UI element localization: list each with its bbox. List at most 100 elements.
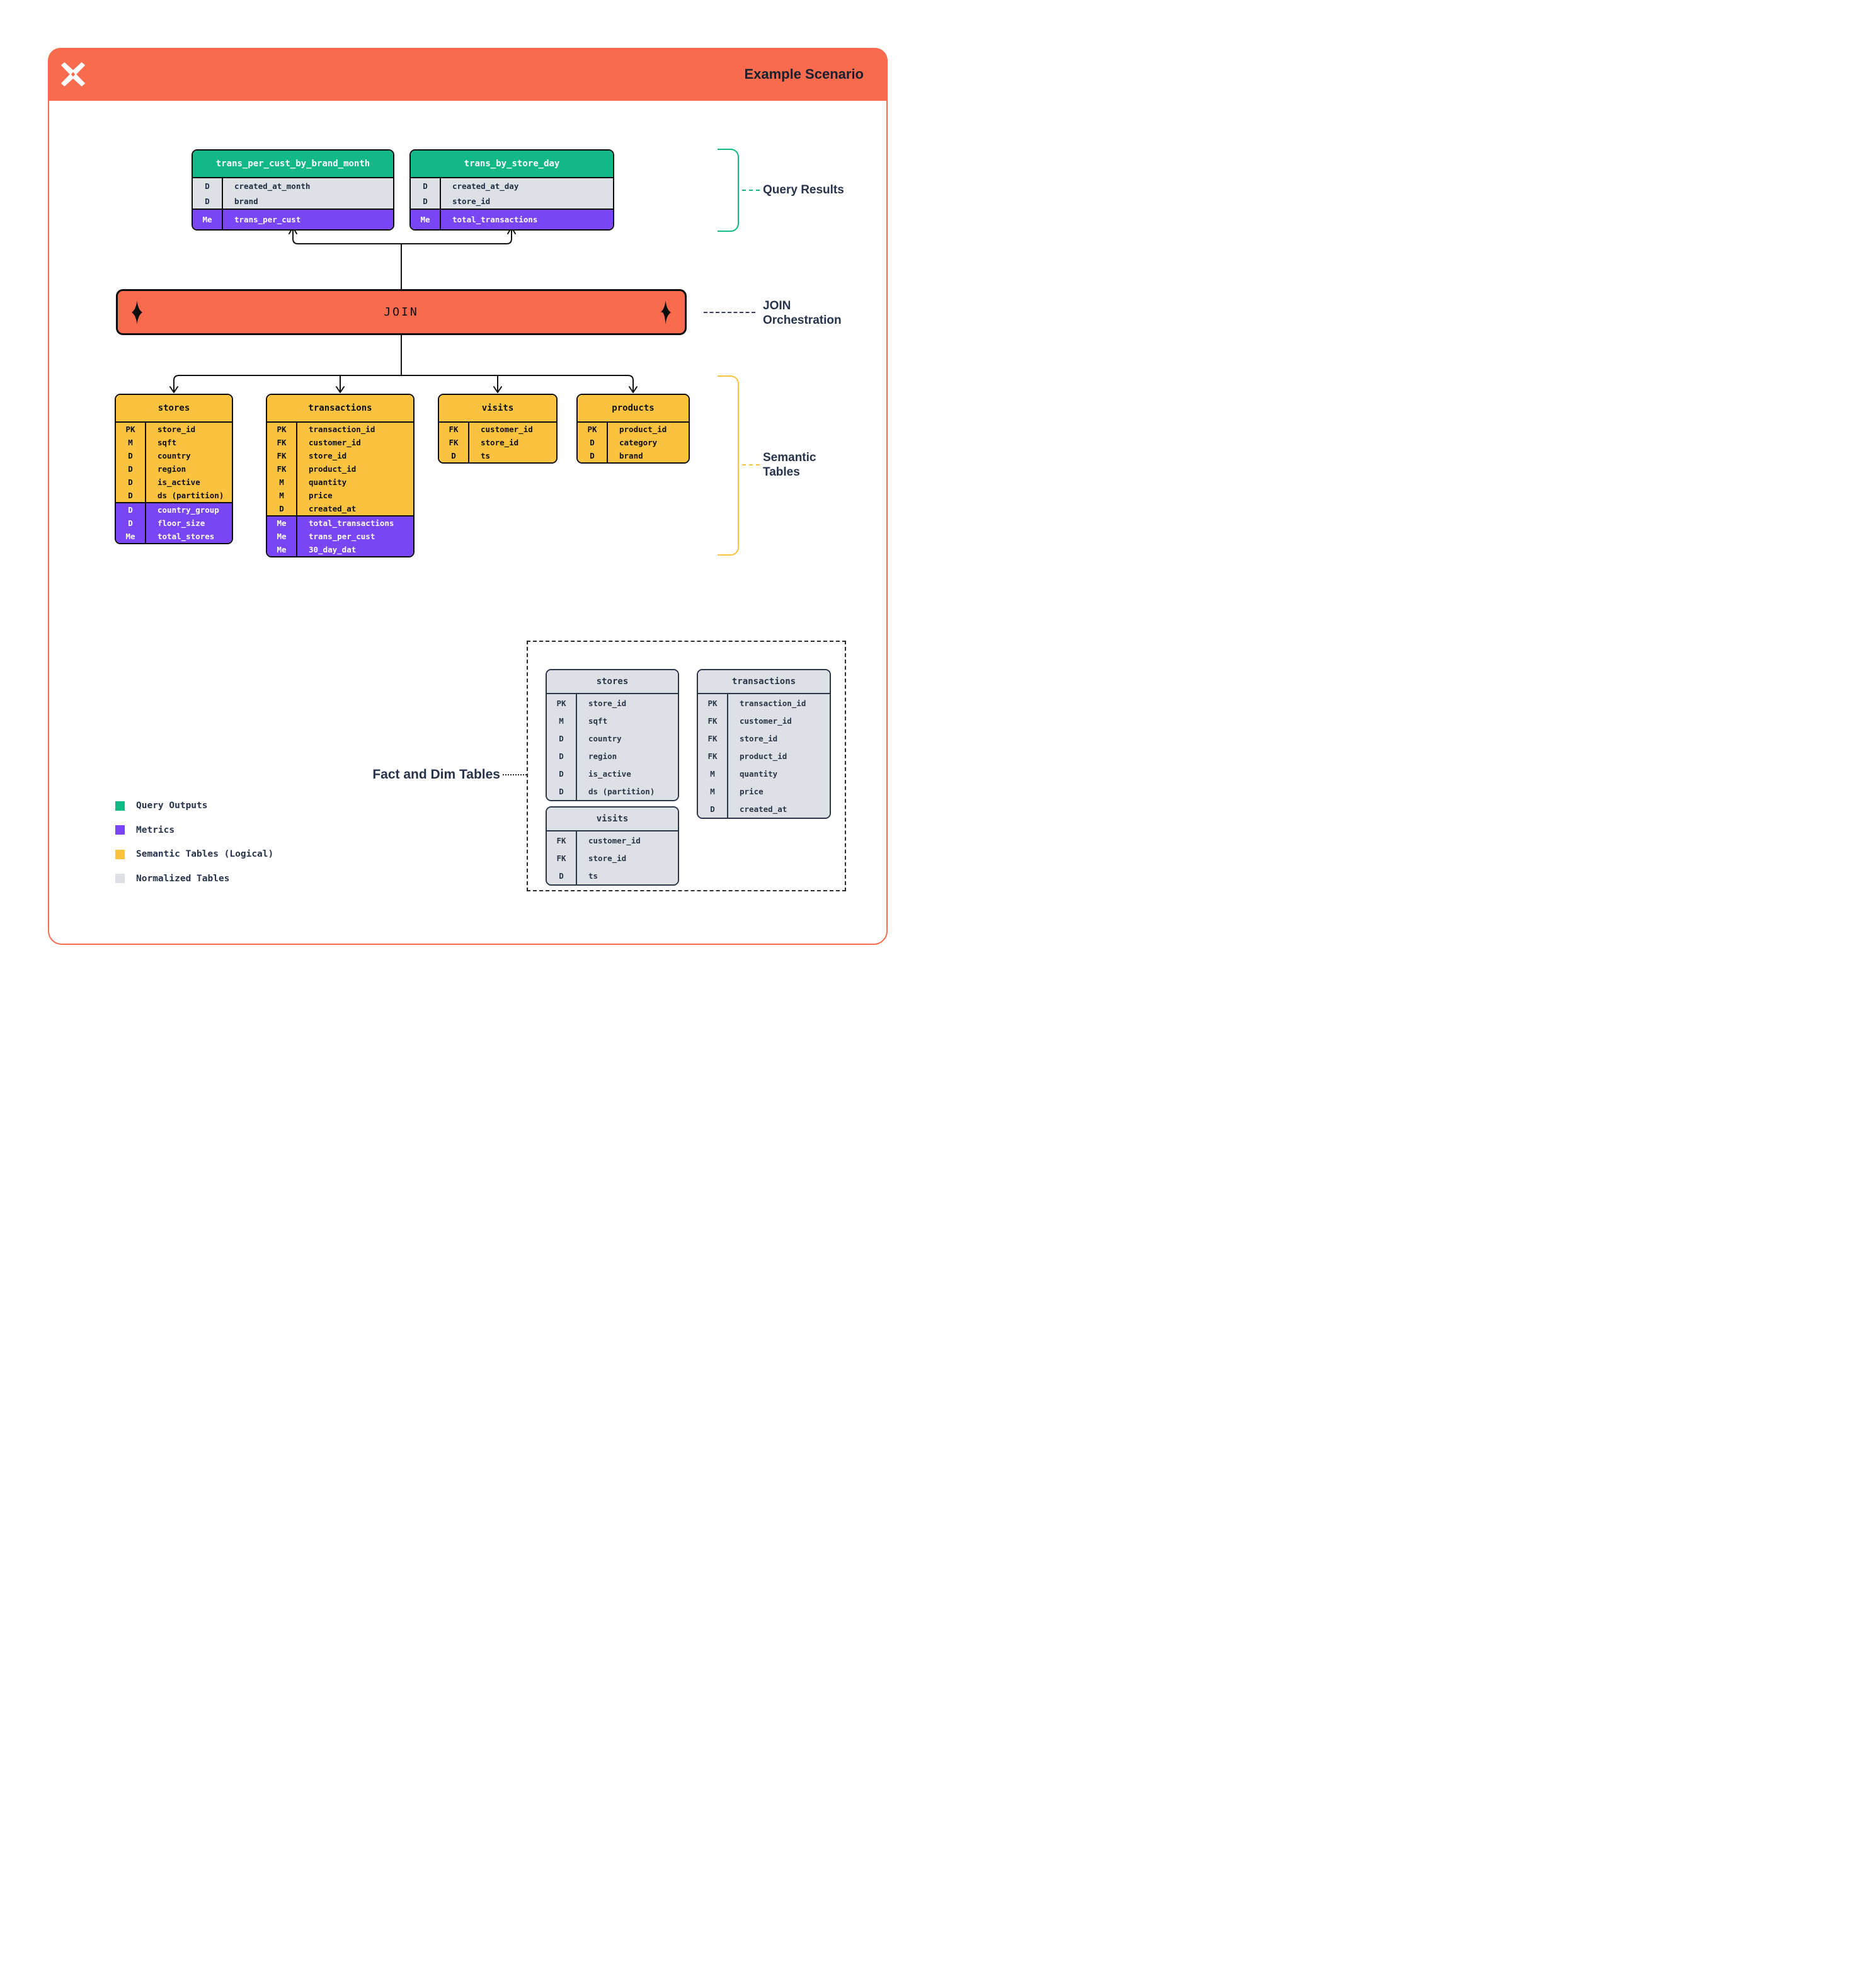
key-type-cell: FK [267, 436, 297, 449]
query-results-dash [742, 190, 760, 191]
key-type-cell: D [267, 502, 297, 515]
field-name-cell: created_at_day [452, 181, 519, 191]
field-name-cell: created_at [740, 804, 787, 814]
sparkle-diamond-icon [132, 300, 142, 324]
field-name-cell: brand [619, 451, 643, 460]
key-type-cell: FK [439, 423, 469, 436]
key-type-cell: D [116, 517, 146, 530]
key-type-cell: M [698, 782, 728, 800]
key-type-cell: D [547, 782, 577, 800]
semantic-tables-line2: Tables [763, 466, 800, 479]
field-name-cell: quantity [309, 477, 347, 487]
fact-dim-box [527, 641, 846, 891]
field-name-cell: store_id [588, 853, 627, 863]
key-type-cell: FK [267, 449, 297, 462]
table-title: transactions [267, 395, 413, 423]
field-name-cell: brand [234, 196, 258, 206]
field-name-cell: ds (partition) [157, 491, 224, 500]
key-type-cell: D [547, 765, 577, 782]
key-type-cell: D [547, 747, 577, 765]
key-type-cell: M [116, 436, 146, 449]
field-name-cell: floor_size [157, 518, 205, 528]
field-name-cell: customer_id [740, 716, 792, 726]
legend-item-semantic-tables: Semantic Tables (Logical) [115, 842, 273, 867]
key-type-cell: D [116, 476, 146, 489]
table-title: visits [547, 808, 678, 831]
key-type-cell: PK [578, 423, 608, 436]
field-name-cell: region [588, 751, 617, 761]
semantic-tables-label: Semantic Tables [763, 450, 816, 479]
key-type-cell: Me [193, 210, 223, 229]
key-type-cell: D [698, 800, 728, 818]
join-label: JOIN [384, 306, 419, 319]
table-title: transactions [698, 670, 830, 694]
key-type-cell: M [698, 765, 728, 782]
legend-item-normalized-tables: Normalized Tables [115, 867, 273, 891]
table-title: products [578, 395, 689, 423]
key-type-cell: FK [698, 729, 728, 747]
field-name-cell: store_id [309, 451, 347, 460]
key-type-cell: D [116, 489, 146, 502]
field-name-cell: store_id [157, 425, 196, 434]
field-name-cell: store_id [740, 733, 778, 743]
table-title: trans_by_store_day [411, 151, 613, 178]
field-name-cell: transaction_id [309, 425, 375, 434]
legend-label: Semantic Tables (Logical) [136, 849, 274, 860]
query-outputs-swatch [115, 801, 125, 811]
field-name-cell: country_group [157, 505, 219, 515]
legend-label: Normalized Tables [136, 873, 230, 884]
join-orchestration-label: JOIN Orchestration [763, 299, 842, 328]
field-name-cell: price [309, 491, 333, 500]
sparkle-diamond-icon [660, 300, 671, 324]
key-type-cell: M [267, 476, 297, 489]
field-name-cell: store_id [452, 196, 491, 206]
join-orchestration-line2: Orchestration [763, 314, 842, 327]
key-type-cell: PK [698, 694, 728, 712]
semantic-tables-dash [742, 464, 760, 466]
key-type-cell: PK [267, 423, 297, 436]
key-type-cell: FK [267, 462, 297, 476]
field-name-cell: customer_id [309, 438, 361, 447]
key-type-cell: D [547, 729, 577, 747]
table-title: stores [547, 670, 678, 694]
key-type-cell: D [439, 449, 469, 462]
table-title: stores [116, 395, 232, 423]
join-orchestration-line1: JOIN [763, 299, 791, 312]
field-name-cell: trans_per_cust [309, 532, 375, 541]
field-name-cell: product_id [740, 751, 787, 761]
fact-dim-label: Fact and Dim Tables [372, 767, 500, 782]
key-type-cell: Me [411, 210, 441, 229]
